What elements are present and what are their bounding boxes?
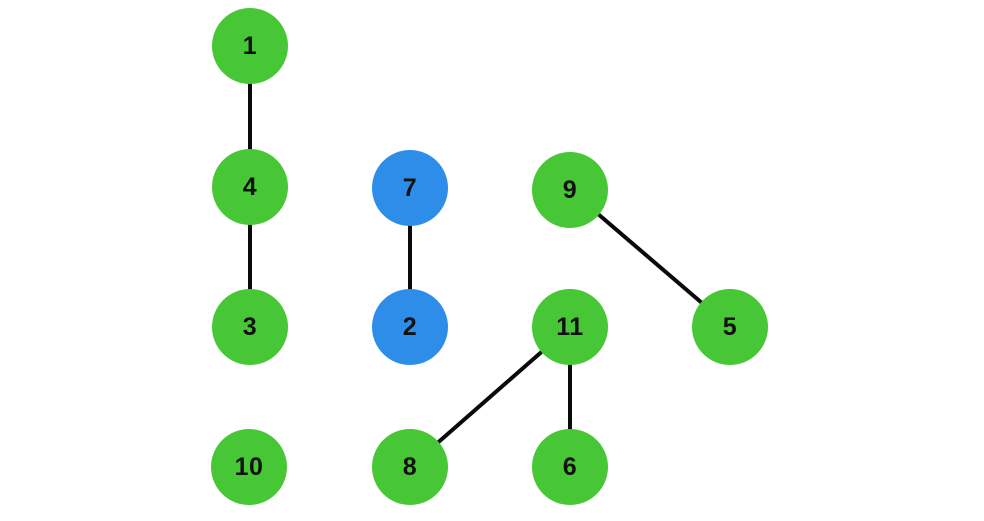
- graph-node-9: 9: [532, 152, 608, 228]
- graph-node-10: 10: [211, 429, 287, 505]
- graph-node-6: 6: [532, 429, 608, 505]
- graph-node-3: 3: [212, 289, 288, 365]
- graph-node-2: 2: [372, 289, 448, 365]
- graph-node-8: 8: [372, 429, 448, 505]
- graph-node-4: 4: [212, 149, 288, 225]
- graph-node-1: 1: [212, 8, 288, 84]
- graph-node-7: 7: [372, 150, 448, 226]
- graph-node-5: 5: [692, 289, 768, 365]
- graph-node-11: 11: [532, 289, 608, 365]
